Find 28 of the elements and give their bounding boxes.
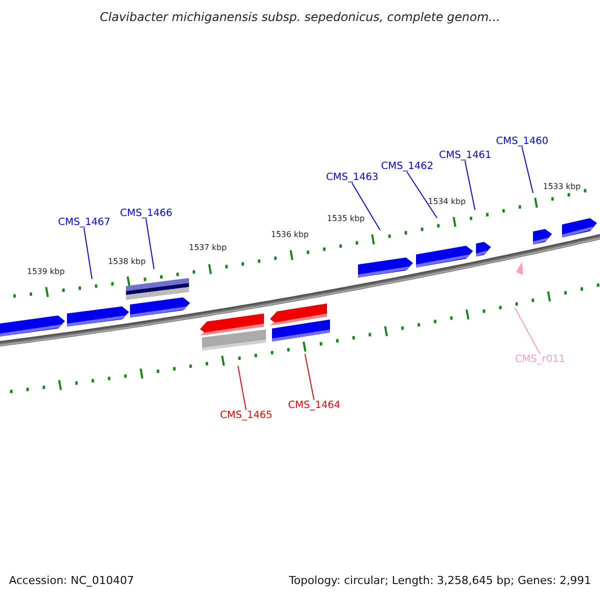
leader-line: [352, 182, 380, 230]
scale-label: 1539 kbp: [27, 268, 65, 277]
gene-label: CMS_r011: [515, 354, 566, 365]
leader-line: [146, 218, 154, 270]
leader-line: [304, 354, 314, 400]
gene-label: CMS_1463: [326, 172, 378, 183]
leader-line: [84, 228, 92, 280]
scale-label: 1534 kbp: [428, 198, 466, 207]
leader-line: [464, 160, 476, 210]
gene-label: CMS_1466: [120, 208, 172, 219]
title: Clavibacter michiganensis subsp. sepedonicus, complete genom...: [98, 10, 502, 24]
gene-label: CMS_1461: [439, 150, 492, 161]
leader-line: [522, 146, 534, 194]
gene-label: CMS_1464: [288, 400, 340, 411]
leader-line: [238, 366, 246, 410]
scale-label: 1533 kbp: [543, 183, 581, 192]
scale-label: 1538 kbp: [108, 258, 146, 267]
scale-label: 1536 kbp: [271, 231, 309, 240]
scale-label: 1535 kbp: [327, 215, 365, 224]
footer-text: Topology: circular; Length: 3,258,645 bp; Genes: 2,991: [289, 575, 592, 588]
leader-line: [406, 172, 438, 218]
gene-label: CMS_1465: [220, 410, 272, 421]
leader-line: [514, 308, 540, 354]
gene-label: CMS_1460: [496, 136, 548, 147]
gene-label: CMS_1462: [381, 161, 434, 172]
scale-label: 1537 kbp: [189, 244, 227, 253]
gene-label: CMS_1467: [58, 217, 110, 228]
footer-text: Accession: NC_010407: [9, 575, 134, 588]
